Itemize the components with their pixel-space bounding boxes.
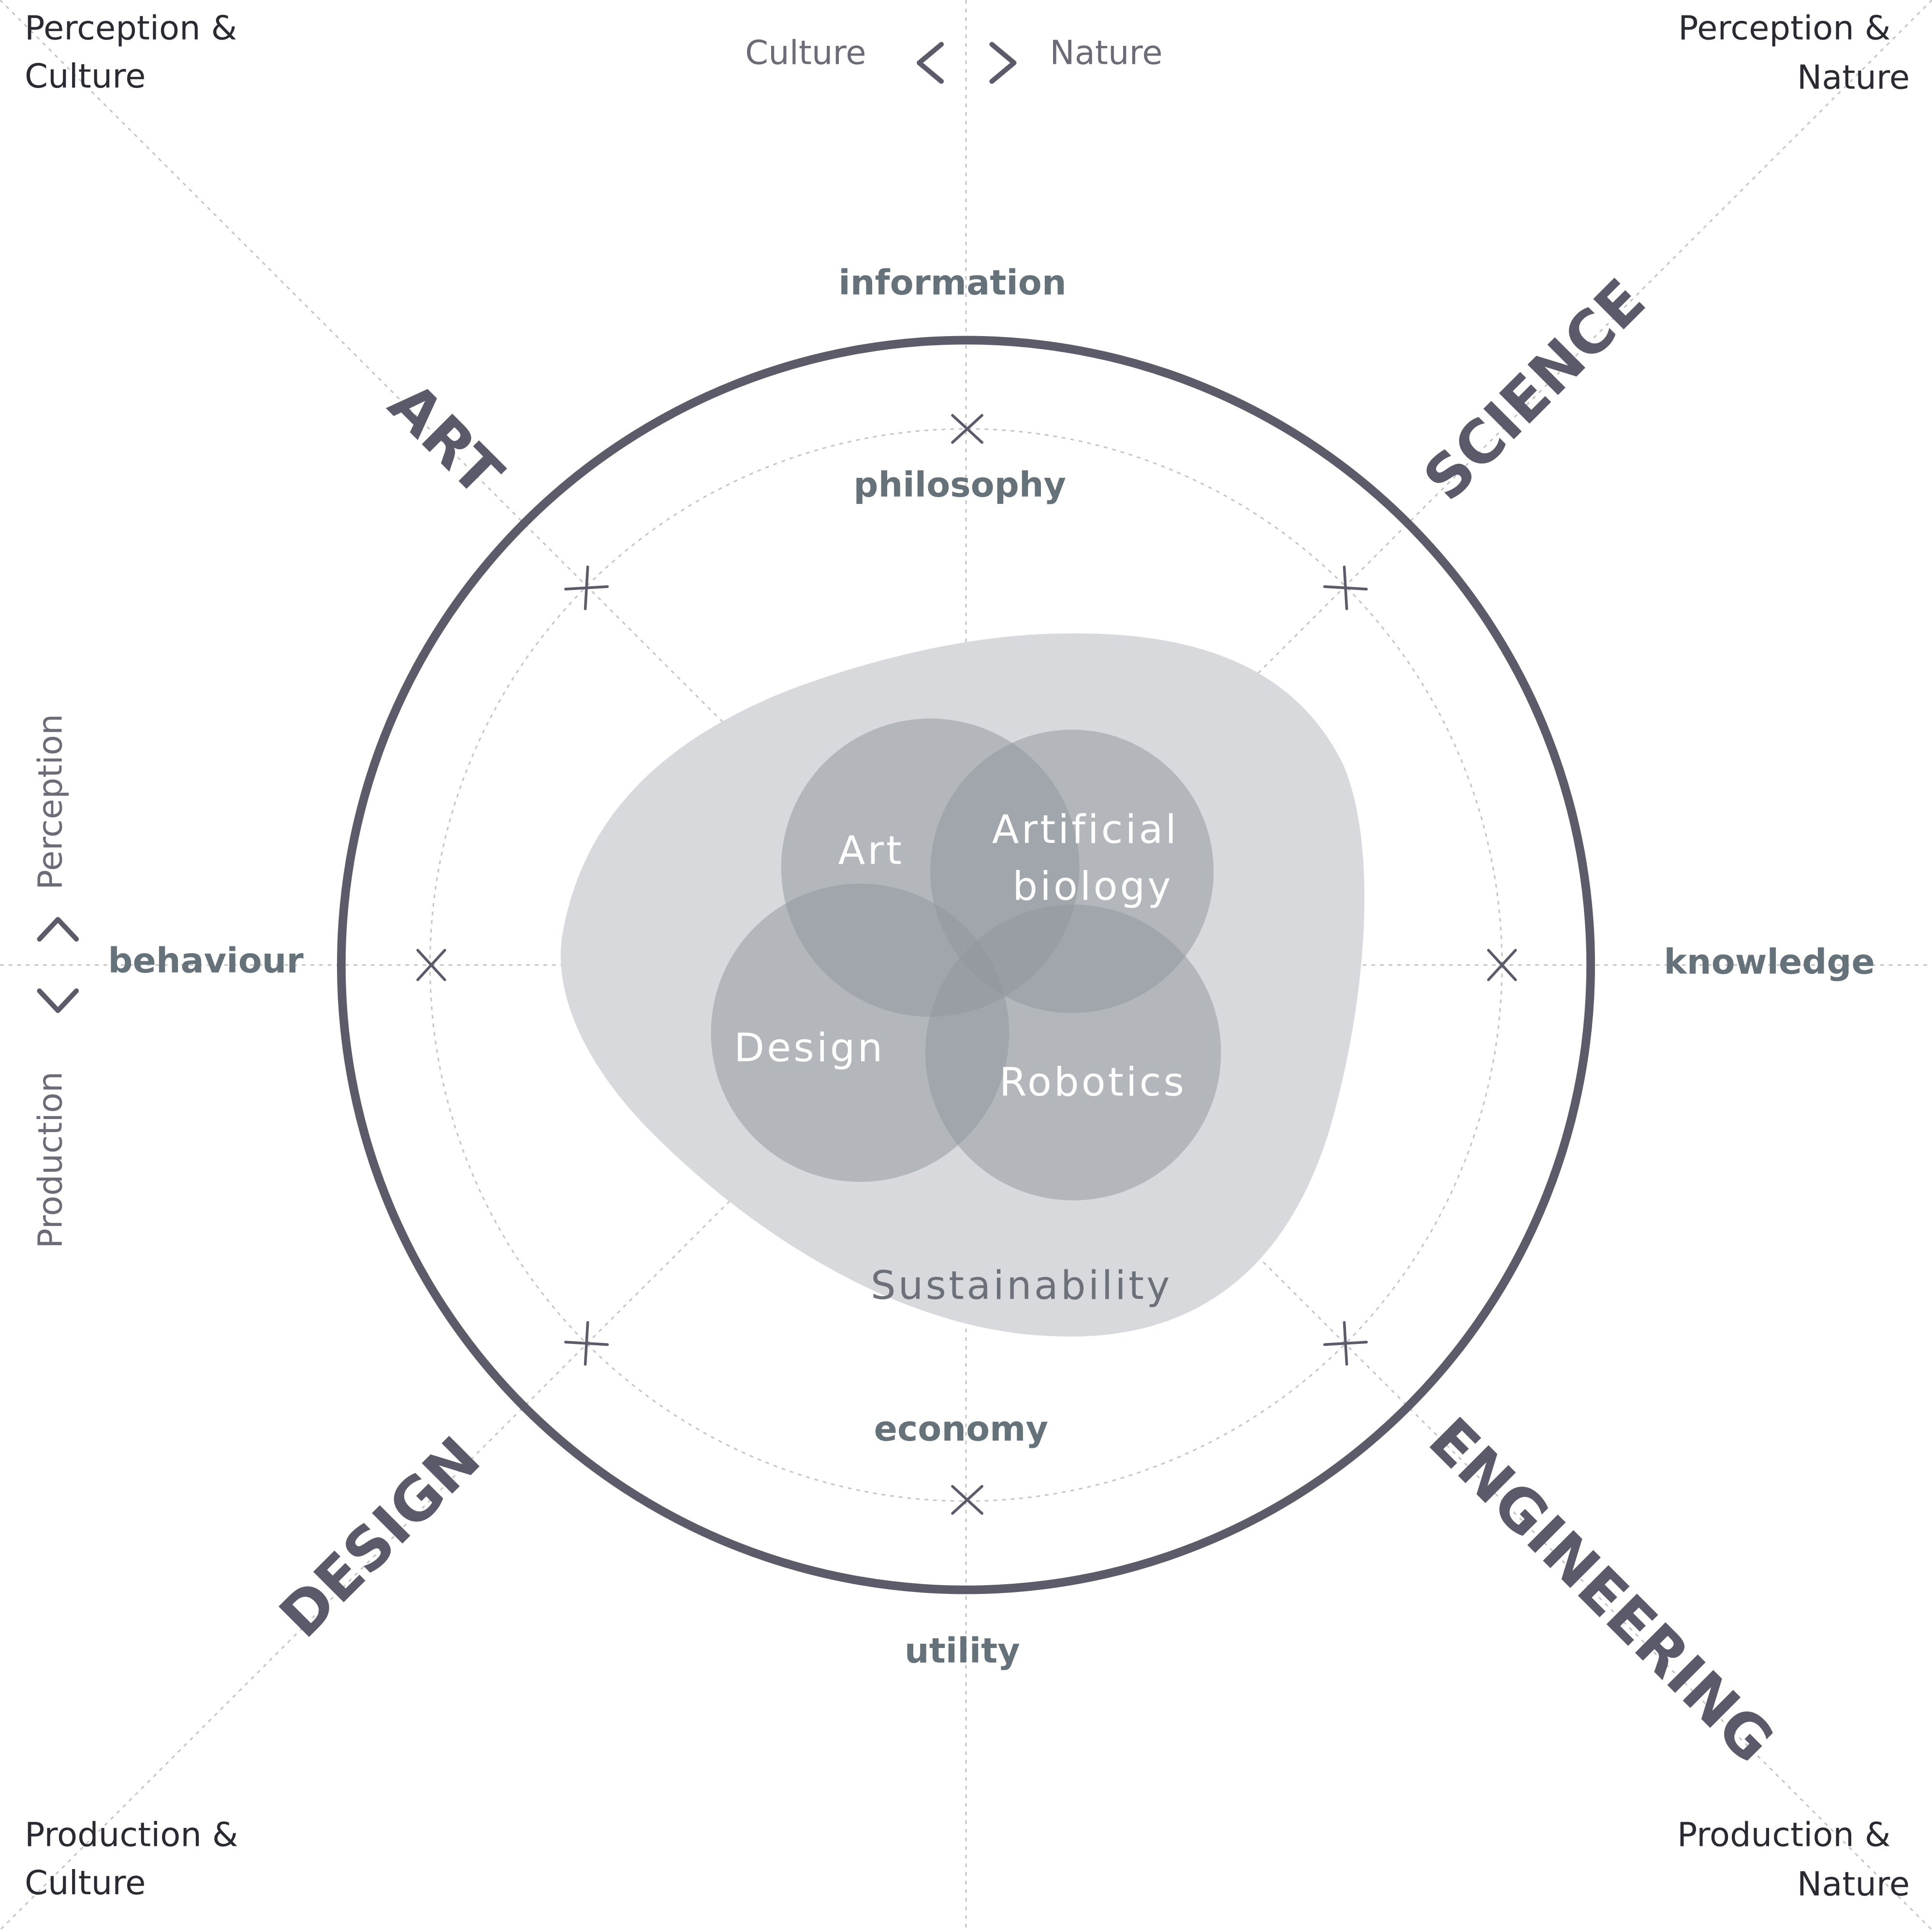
corner-top-right-line-1: Perception & xyxy=(1678,9,1890,48)
corner-top-left-line-2: Culture xyxy=(25,57,146,96)
corner-label-top-left: Perception & Culture xyxy=(25,9,248,96)
top-right-plus-marker-icon xyxy=(1323,565,1368,610)
discipline-label-art: ART xyxy=(376,369,516,509)
pole-label-knowledge: knowledge xyxy=(1664,942,1875,982)
bottom-right-plus-marker-icon xyxy=(1323,1321,1368,1366)
outer-ring xyxy=(337,336,1595,1594)
discipline-label-engineering: ENGINEERING xyxy=(1416,1404,1787,1776)
venn-label-art: Art xyxy=(838,828,904,874)
chevron-up-icon xyxy=(37,917,79,942)
axis-label-perception: Perception xyxy=(31,714,70,890)
bottom-left-plus-marker-icon xyxy=(564,1321,609,1366)
venn-circles xyxy=(711,718,1221,1201)
venn-label-artificial-biology: Artificial biology xyxy=(992,807,1194,909)
sustainability-label: Sustainability xyxy=(871,1263,1172,1309)
pole-label-information: information xyxy=(838,263,1066,303)
axis-label-culture: Culture xyxy=(745,34,866,73)
pole-label-philosophy: philosophy xyxy=(853,465,1066,505)
corner-bottom-left-line-2: Culture xyxy=(25,1864,146,1902)
axis-label-nature: Nature xyxy=(1050,34,1162,73)
venn-label-design: Design xyxy=(734,1025,885,1071)
bottom-x-marker-icon xyxy=(951,1485,983,1515)
venn-label-robotics: Robotics xyxy=(999,1060,1186,1105)
pole-label-economy: economy xyxy=(874,1409,1048,1449)
corner-label-bottom-right: Production & Nature xyxy=(1677,1816,1910,1904)
right-x-marker-icon xyxy=(1487,949,1517,981)
discipline-label-design: DESIGN xyxy=(266,1424,494,1651)
corner-label-bottom-left: Production & Culture xyxy=(25,1816,249,1902)
markers xyxy=(416,414,1517,1515)
corner-bottom-right-line-1: Production & xyxy=(1677,1816,1891,1855)
venn-label-artificial-biology-line-1: Artificial xyxy=(992,807,1179,853)
left-x-marker-icon xyxy=(416,949,446,981)
corner-label-top-right: Perception & Nature xyxy=(1678,9,1910,97)
corner-top-right-line-2: Nature xyxy=(1797,58,1910,97)
chevron-left-icon xyxy=(917,42,944,84)
pole-label-behaviour: behaviour xyxy=(108,941,303,981)
chevron-right-icon xyxy=(989,42,1017,84)
pole-label-utility: utility xyxy=(905,1631,1020,1671)
corner-top-left-line-1: Perception & xyxy=(25,9,237,48)
design-circle xyxy=(711,884,1010,1182)
corner-bottom-left-line-1: Production & xyxy=(25,1816,238,1855)
discipline-label-science: SCIENCE xyxy=(1410,265,1658,514)
top-left-plus-marker-icon xyxy=(564,565,609,610)
axis-label-production: Production xyxy=(31,1072,70,1249)
robotics-circle xyxy=(925,904,1221,1201)
venn-label-artificial-biology-line-2: biology xyxy=(1012,863,1173,909)
chevrons xyxy=(37,42,1017,1013)
chevron-down-icon xyxy=(37,988,79,1013)
top-x-marker-icon xyxy=(951,414,983,444)
corner-bottom-right-line-2: Nature xyxy=(1797,1865,1910,1904)
